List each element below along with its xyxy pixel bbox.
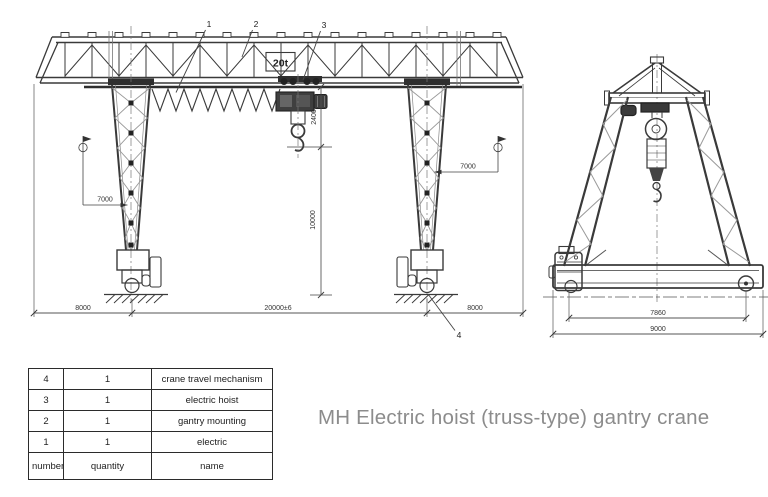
right-brake-unit bbox=[396, 256, 409, 288]
end-carriage-beam bbox=[552, 264, 764, 289]
right-travel-mechanism bbox=[396, 249, 444, 294]
lifting-height-dim: 10000 bbox=[310, 210, 317, 230]
part-number: 1 bbox=[28, 431, 64, 453]
left-brake-unit bbox=[149, 256, 162, 288]
part-number: 4 bbox=[28, 368, 64, 390]
bottom-dimensions: 8000 20000±6 8000 bbox=[30, 84, 527, 317]
festoon-cable bbox=[151, 87, 281, 113]
left-travel-mechanism bbox=[116, 249, 162, 294]
table-header-row: number quantity name bbox=[28, 452, 273, 480]
hoist-headroom-dim: 2400 bbox=[311, 109, 318, 125]
front-elevation-view: 20t bbox=[30, 19, 527, 340]
wheel-base-dim: 7860 bbox=[650, 310, 666, 317]
side-drive-unit bbox=[548, 245, 583, 294]
part-name: electric bbox=[151, 431, 273, 453]
header-name: name bbox=[151, 452, 273, 480]
right-leg bbox=[404, 26, 450, 302]
side-hook-icon bbox=[653, 188, 662, 203]
electric-hoist-side bbox=[620, 102, 670, 203]
capacity-label: 20t bbox=[273, 58, 289, 70]
part-name: electric hoist bbox=[151, 389, 273, 411]
callout-girder: 2 bbox=[254, 19, 259, 29]
capacity-plate bbox=[265, 51, 296, 72]
part-number: 2 bbox=[28, 410, 64, 432]
hoist-motor bbox=[313, 93, 328, 110]
left-cantilever-dim: 8000 bbox=[75, 305, 91, 312]
girder-top-caps bbox=[60, 32, 502, 38]
right-approach-dim: 7000 bbox=[460, 164, 476, 171]
parts-table: 4 1 crane travel mechanism 3 1 electric … bbox=[28, 368, 273, 480]
hook-icon bbox=[294, 136, 305, 152]
left-wheel-motor bbox=[141, 274, 151, 287]
table-row: 2 1 gantry mounting bbox=[28, 410, 273, 432]
truss-girder: 20t bbox=[35, 31, 524, 89]
callout-travel-mechanism: 4 bbox=[457, 330, 462, 340]
cable-drum bbox=[644, 117, 668, 141]
header-number: number bbox=[28, 452, 64, 480]
side-dimensions: 7860 9000 bbox=[549, 290, 767, 338]
left-approach-dimension: 7000 bbox=[78, 136, 128, 208]
table-row: 1 1 electric bbox=[28, 431, 273, 453]
part-quantity: 1 bbox=[63, 431, 152, 453]
rail-level-flag-icon bbox=[493, 136, 507, 153]
left-approach-dim: 7000 bbox=[97, 197, 113, 204]
side-hook-shackle bbox=[652, 181, 661, 191]
apex-frame bbox=[612, 56, 702, 97]
part-name: gantry mounting bbox=[151, 410, 273, 432]
right-wheel-motor bbox=[407, 274, 417, 287]
girder-splice-marks bbox=[108, 31, 461, 86]
rail-level-flag-icon bbox=[78, 136, 92, 153]
callout-cable: 1 bbox=[207, 19, 212, 29]
part-quantity: 1 bbox=[63, 368, 152, 390]
overall-width-dim: 9000 bbox=[650, 326, 666, 333]
right-approach-dimension: 7000 bbox=[434, 136, 507, 175]
span-dim: 20000±6 bbox=[264, 305, 291, 312]
table-row: 3 1 electric hoist bbox=[28, 389, 273, 411]
table-row: 4 1 crane travel mechanism bbox=[28, 368, 273, 390]
part-quantity: 1 bbox=[63, 410, 152, 432]
part-number: 3 bbox=[28, 389, 64, 411]
drawing-title: MH Electric hoist (truss-type) gantry cr… bbox=[318, 406, 710, 429]
header-quantity: quantity bbox=[63, 452, 152, 480]
ground-hatch-left bbox=[104, 293, 168, 304]
part-quantity: 1 bbox=[63, 389, 152, 411]
callout-hoist: 3 bbox=[322, 20, 327, 30]
girder-posts bbox=[64, 42, 498, 78]
right-cantilever-dim: 8000 bbox=[467, 305, 483, 312]
side-legs bbox=[562, 96, 752, 267]
electric-hoist-front bbox=[275, 74, 328, 158]
callouts: 1 2 3 4 bbox=[175, 19, 462, 340]
part-name: crane travel mechanism bbox=[151, 368, 273, 390]
ground-hatch-right bbox=[394, 293, 458, 304]
left-leg bbox=[108, 26, 154, 302]
side-elevation-view: 7860 9000 bbox=[543, 54, 768, 338]
height-dimension: 2400 10000 bbox=[287, 83, 332, 299]
